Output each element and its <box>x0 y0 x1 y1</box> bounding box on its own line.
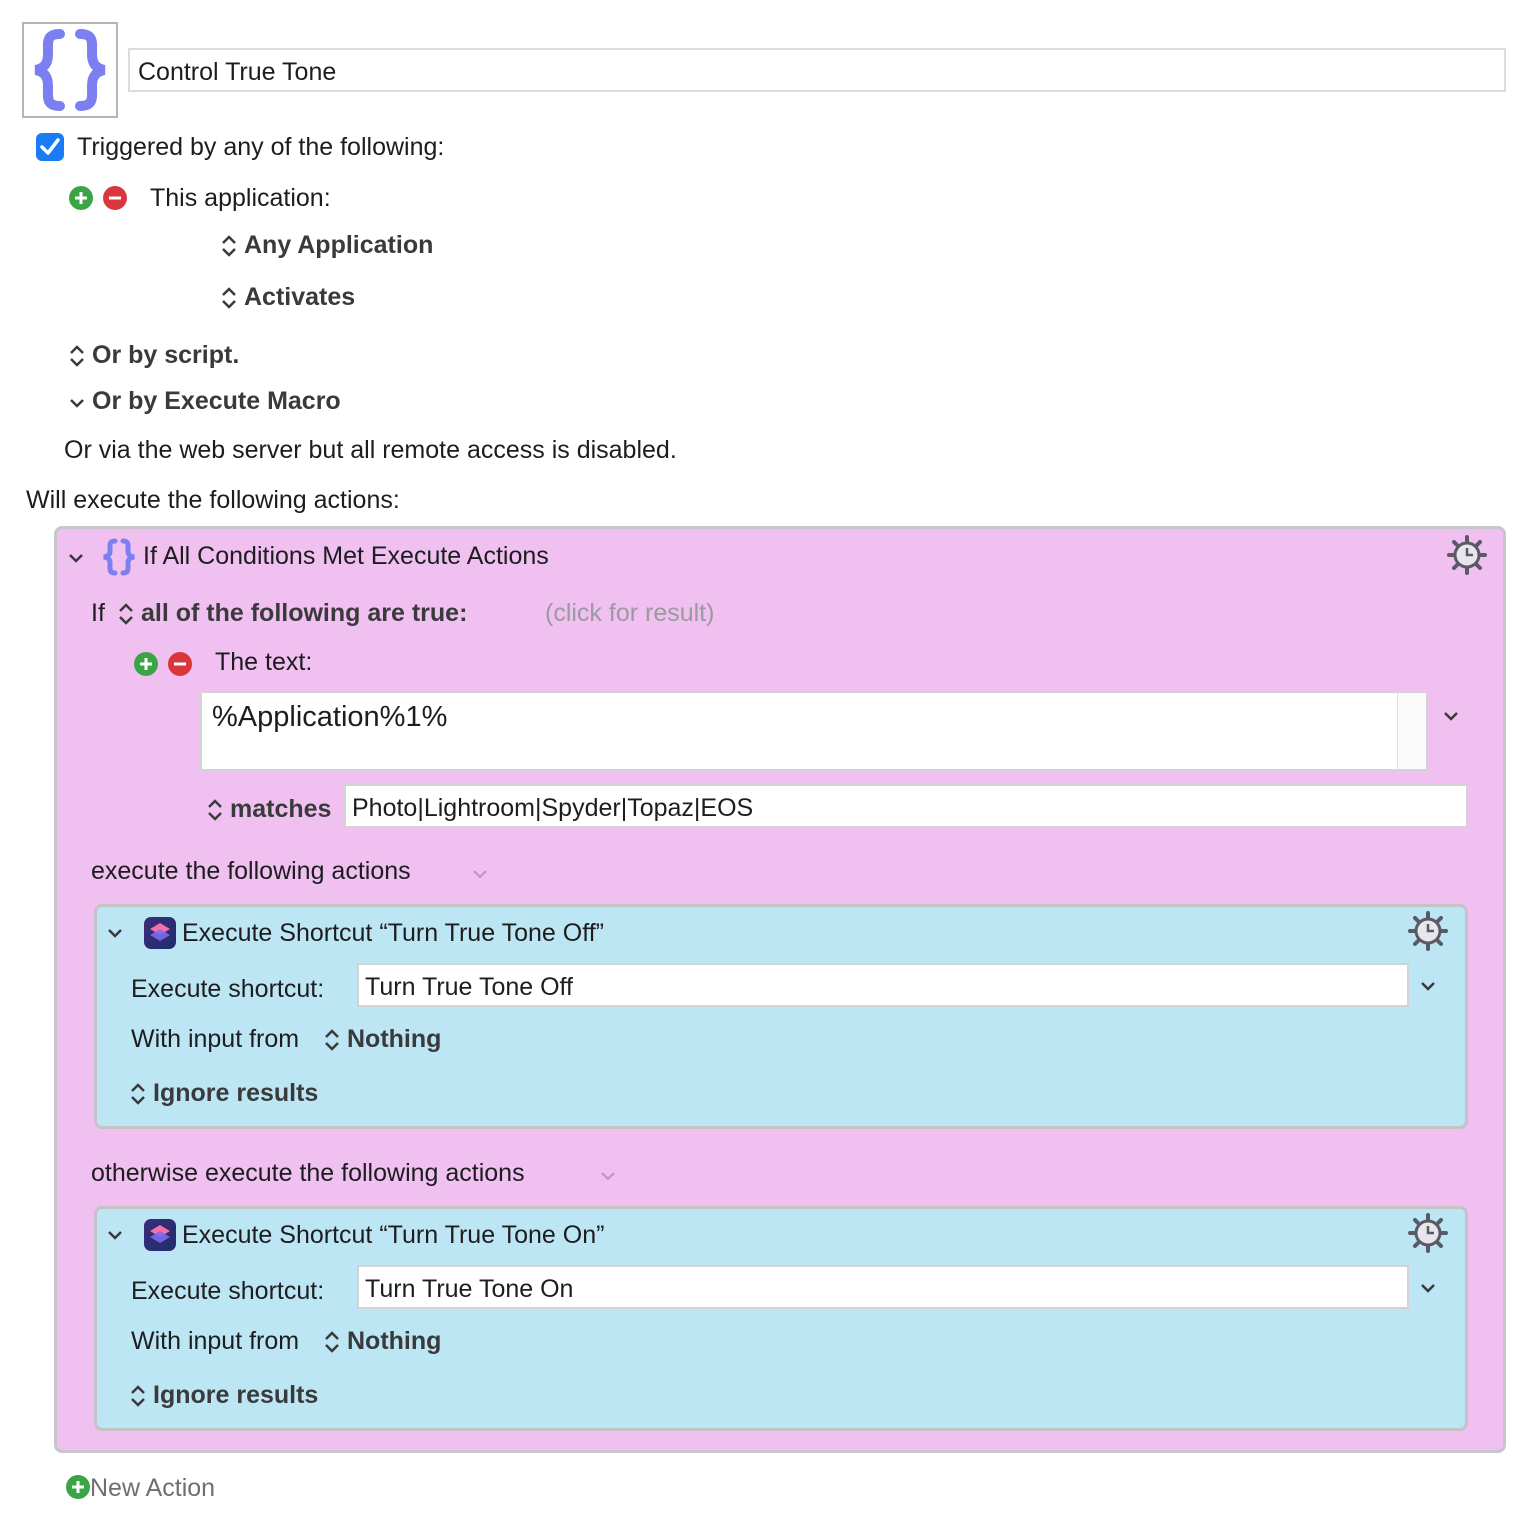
input-from-value: Nothing <box>347 1025 442 1053</box>
results-popup-label: Ignore results <box>153 1381 319 1409</box>
minus-icon <box>109 196 121 200</box>
input-from-label: With input from <box>131 1025 300 1053</box>
app-trigger-label: This application: <box>150 184 331 212</box>
condition-text-value: %Application%1% <box>212 701 448 733</box>
chevron-down-icon[interactable] <box>106 924 124 942</box>
application-popup-label: Any Application <box>244 231 434 259</box>
braces-icon <box>103 538 135 576</box>
plus-circle-icon <box>66 1475 90 1500</box>
or-by-script-label: Or by script. <box>92 341 240 369</box>
updown-icon <box>325 1029 339 1052</box>
chevron-down-icon[interactable] <box>67 549 85 567</box>
chevron-down-icon[interactable] <box>471 865 489 883</box>
triggered-checkbox[interactable] <box>36 133 64 161</box>
shortcut-on-value: Turn True Tone On <box>365 1275 574 1303</box>
if-action-title: If All Conditions Met Execute Actions <box>143 542 549 570</box>
shortcut-on-field[interactable]: Turn True Tone On <box>357 1265 1409 1309</box>
macro-icon-well[interactable] <box>22 22 118 118</box>
results-popup[interactable]: Ignore results <box>129 1381 318 1410</box>
chevron-down-icon[interactable] <box>599 1167 617 1185</box>
checkmark-icon <box>40 138 60 155</box>
web-server-note: Or via the web server but all remote acc… <box>64 436 677 464</box>
shortcut-off-value: Turn True Tone Off <box>365 973 573 1001</box>
updown-icon <box>70 345 84 368</box>
chevron-down-icon[interactable] <box>1442 707 1460 725</box>
results-popup-label: Ignore results <box>153 1079 319 1107</box>
shortcut-on-panel[interactable]: Execute Shortcut “Turn True Tone On” Exe… <box>94 1206 1468 1431</box>
plus-icon <box>75 192 87 204</box>
triggered-label: Triggered by any of the following: <box>77 133 445 161</box>
execute-shortcut-label: Execute shortcut: <box>131 1277 325 1305</box>
application-popup[interactable]: Any Application <box>220 231 433 260</box>
input-from-value: Nothing <box>347 1327 442 1355</box>
shortcuts-app-icon <box>144 1219 176 1251</box>
updown-icon <box>119 603 133 626</box>
chevron-down-icon <box>70 399 84 409</box>
plus-icon <box>72 1481 84 1494</box>
text-field-scrollbar[interactable] <box>1397 693 1426 769</box>
shortcut-on-title: Execute Shortcut “Turn True Tone On” <box>182 1221 605 1249</box>
execute-shortcut-label: Execute shortcut: <box>131 975 325 1003</box>
shortcut-off-panel[interactable]: Execute Shortcut “Turn True Tone Off” Ex… <box>94 904 1468 1129</box>
gear-icon[interactable] <box>1447 535 1487 575</box>
updown-icon <box>325 1331 339 1354</box>
shortcuts-icon <box>150 1225 170 1243</box>
remove-trigger-button[interactable] <box>103 186 127 210</box>
if-action-panel[interactable]: If All Conditions Met Execute Actions If… <box>54 526 1506 1453</box>
else-label: otherwise execute the following actions <box>91 1159 525 1187</box>
condition-popup-label: all of the following are true: <box>141 599 468 627</box>
match-value-field[interactable]: Photo|Lightroom|Spyder|Topaz|EOS <box>344 784 1468 828</box>
condition-text-field[interactable]: %Application%1% <box>200 691 1428 771</box>
minus-icon <box>174 662 186 666</box>
match-value-text: Photo|Lightroom|Spyder|Topaz|EOS <box>352 794 754 822</box>
add-condition-button[interactable] <box>134 652 158 676</box>
condition-popup[interactable]: all of the following are true: <box>117 599 467 628</box>
input-from-popup[interactable]: Nothing <box>323 1025 441 1054</box>
gear-icon[interactable] <box>1408 911 1448 951</box>
updown-icon <box>222 287 236 310</box>
match-popup-label: matches <box>230 795 332 823</box>
chevron-down-icon[interactable] <box>1419 1279 1437 1297</box>
event-popup-label: Activates <box>244 283 356 311</box>
plus-icon <box>140 658 152 670</box>
event-popup[interactable]: Activates <box>220 283 355 312</box>
shortcuts-app-icon <box>144 917 176 949</box>
shortcut-off-field[interactable]: Turn True Tone Off <box>357 963 1409 1007</box>
updown-icon <box>208 799 222 822</box>
actions-heading: Will execute the following actions: <box>26 486 400 514</box>
if-label: If <box>91 599 105 627</box>
remove-condition-button[interactable] <box>168 652 192 676</box>
input-from-label: With input from <box>131 1327 300 1355</box>
or-by-execute-macro-toggle[interactable]: Or by Execute Macro <box>68 387 341 416</box>
results-popup[interactable]: Ignore results <box>129 1079 318 1108</box>
macro-name-field[interactable]: Control True Tone <box>128 48 1506 92</box>
chevron-down-icon[interactable] <box>106 1226 124 1244</box>
updown-icon <box>131 1083 145 1106</box>
click-for-result[interactable]: (click for result) <box>545 599 715 627</box>
text-condition-label: The text: <box>215 648 313 676</box>
or-by-execute-macro-label: Or by Execute Macro <box>92 387 341 415</box>
new-action-label: New Action <box>90 1474 216 1502</box>
shortcuts-icon <box>150 923 170 941</box>
shortcut-off-title: Execute Shortcut “Turn True Tone Off” <box>182 919 604 947</box>
macro-name-text: Control True Tone <box>138 58 337 86</box>
chevron-down-icon[interactable] <box>1419 977 1437 995</box>
braces-icon <box>34 29 106 111</box>
or-by-script-popup[interactable]: Or by script. <box>68 341 239 370</box>
updown-icon <box>131 1385 145 1408</box>
new-action-button[interactable]: New Action <box>66 1474 215 1503</box>
gear-icon[interactable] <box>1408 1213 1448 1253</box>
match-popup[interactable]: matches <box>206 795 331 824</box>
updown-icon <box>222 235 236 258</box>
add-trigger-button[interactable] <box>69 186 93 210</box>
input-from-popup[interactable]: Nothing <box>323 1327 441 1356</box>
then-label: execute the following actions <box>91 857 411 885</box>
